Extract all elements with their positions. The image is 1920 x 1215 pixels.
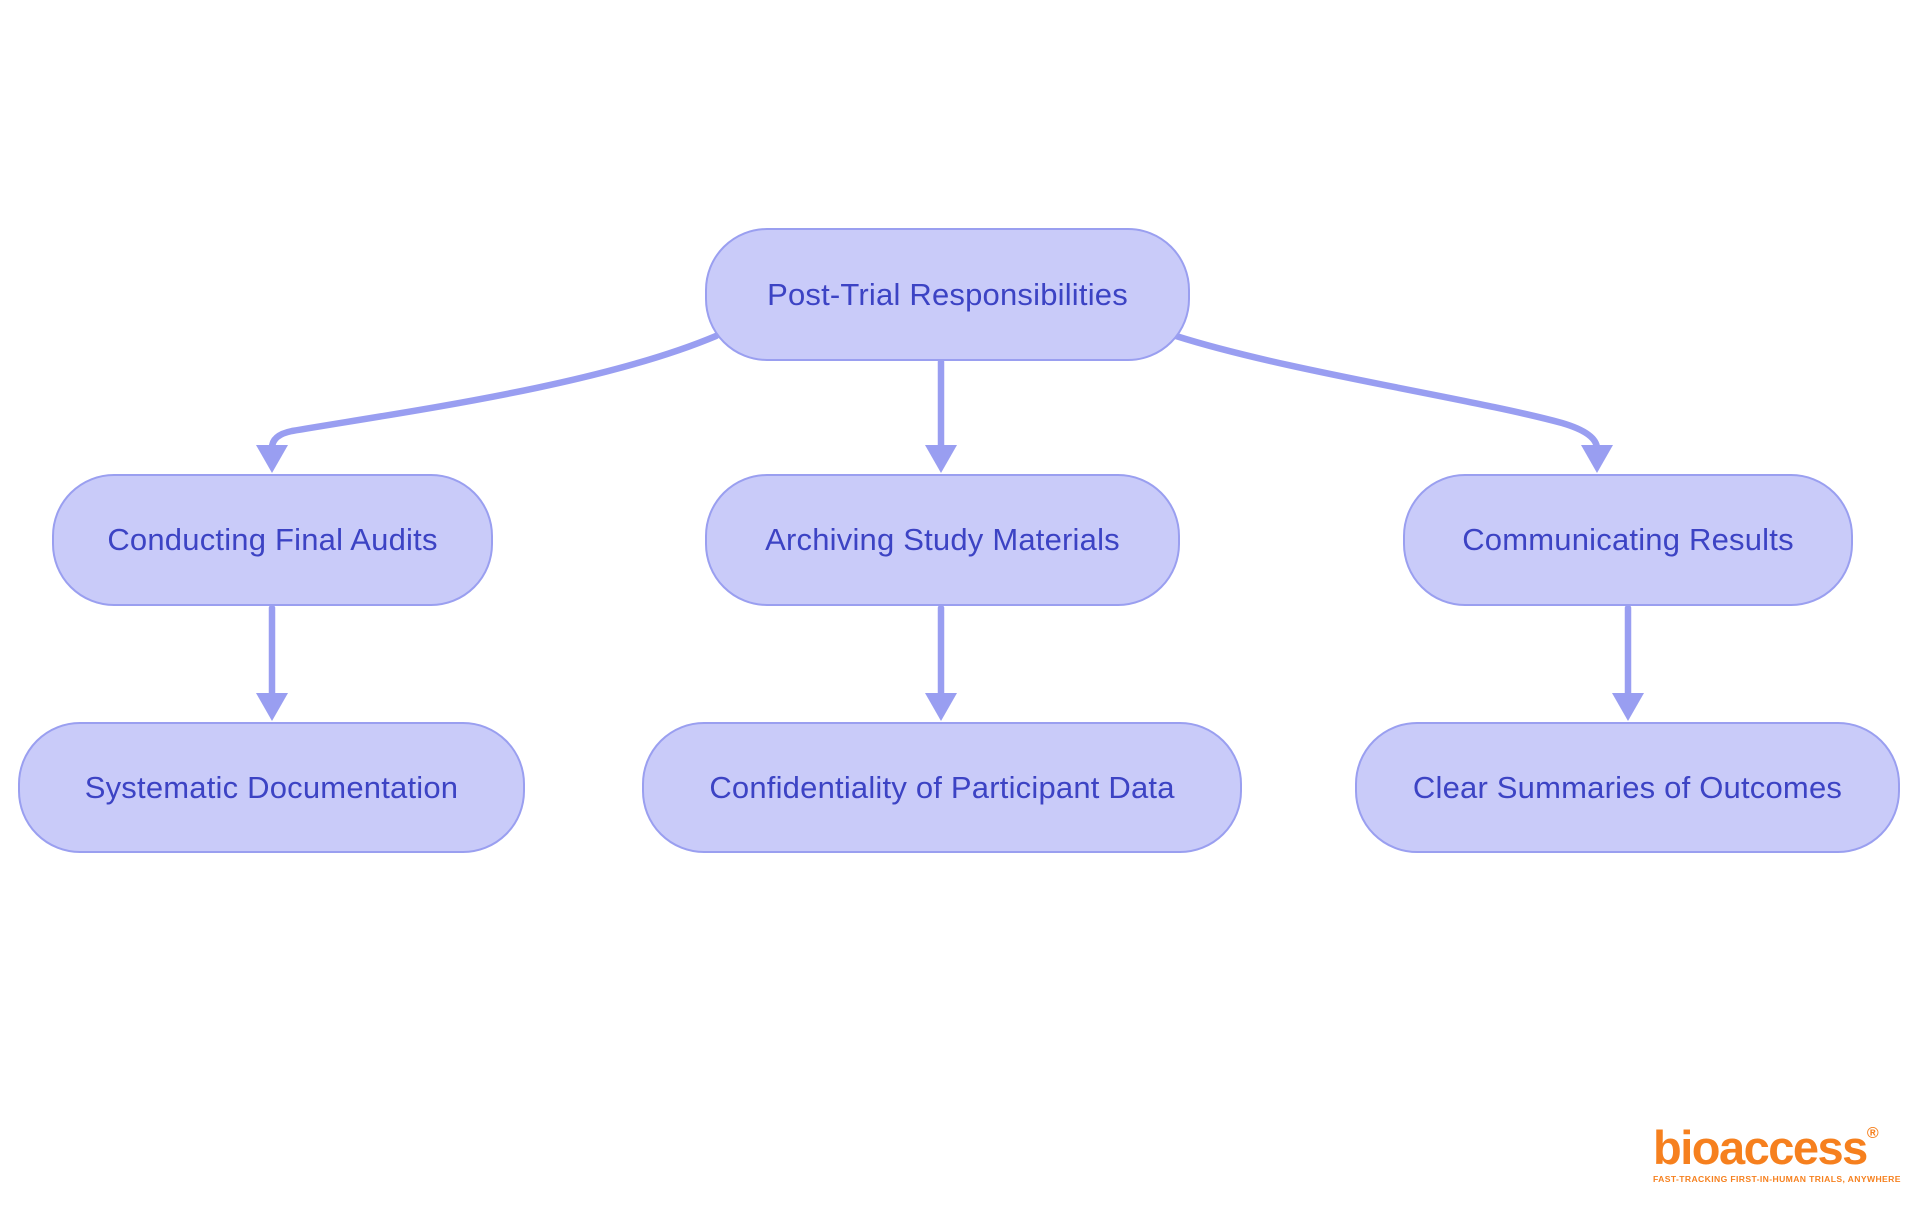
registered-trademark-icon: ®: [1866, 1125, 1879, 1142]
node-label: Confidentiality of Participant Data: [709, 769, 1175, 805]
bioaccess-wordmark: bioaccess®: [1653, 1124, 1901, 1171]
arrowhead-icon: [1581, 445, 1613, 473]
node-archiving-study-materials: Archiving Study Materials: [705, 474, 1180, 606]
node-conducting-final-audits: Conducting Final Audits: [52, 474, 493, 606]
node-confidentiality-of-participant-data: Confidentiality of Participant Data: [642, 722, 1242, 853]
edge-root-to-conducting-final-audits: [268, 332, 720, 452]
arrowhead-icon: [256, 445, 288, 473]
node-label: Systematic Documentation: [84, 769, 459, 805]
arrowhead-icon: [925, 693, 957, 721]
bioaccess-logo: bioaccess® FAST-TRACKING FIRST-IN-HUMAN …: [1653, 1124, 1901, 1184]
node-label: Conducting Final Audits: [107, 522, 438, 558]
node-label: Communicating Results: [1462, 522, 1794, 558]
arrowhead-icon: [1612, 693, 1644, 721]
edge-root-to-communicating-results: [1172, 332, 1601, 452]
node-clear-summaries-of-outcomes: Clear Summaries of Outcomes: [1355, 722, 1900, 853]
node-systematic-documentation: Systematic Documentation: [18, 722, 525, 853]
node-label: Clear Summaries of Outcomes: [1412, 769, 1843, 805]
logo-tagline: FAST-TRACKING FIRST-IN-HUMAN TRIALS, ANY…: [1653, 1174, 1901, 1184]
node-post-trial-responsibilities: Post-Trial Responsibilities: [705, 228, 1190, 361]
arrowhead-icon: [256, 693, 288, 721]
brand-text: bioaccess: [1653, 1121, 1868, 1174]
arrowhead-icon: [925, 445, 957, 473]
node-label: Archiving Study Materials: [765, 522, 1120, 558]
node-communicating-results: Communicating Results: [1403, 474, 1853, 606]
node-label: Post-Trial Responsibilities: [767, 276, 1128, 312]
